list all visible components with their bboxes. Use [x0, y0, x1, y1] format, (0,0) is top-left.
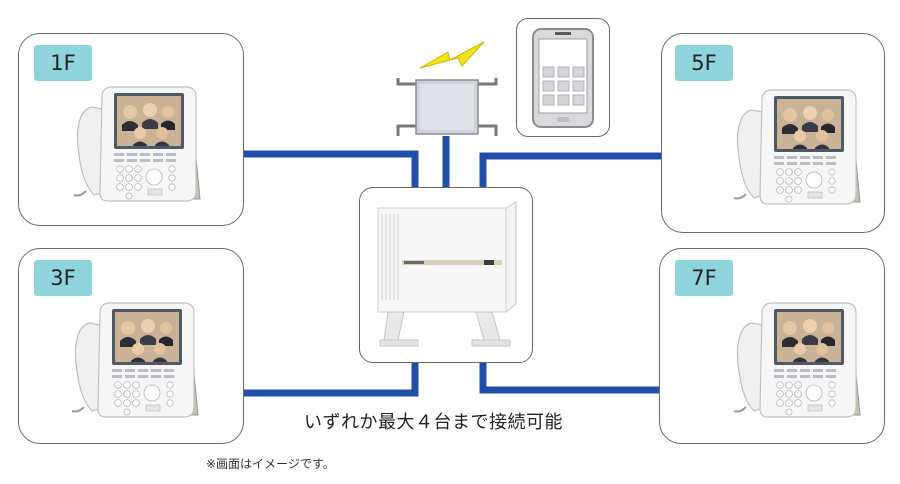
wireless-access-point-icon	[396, 78, 498, 136]
video-phone-icon	[71, 302, 199, 418]
floor-badge-5f: 5F	[675, 45, 733, 81]
floor-badge-7f: 7F	[675, 260, 733, 296]
wire-1f	[200, 150, 419, 187]
connection-caption: いずれか最大４台まで接続可能	[304, 412, 563, 433]
floor-badge-3f: 3F	[34, 260, 92, 296]
floor-badge-1f: 1F	[34, 45, 92, 81]
wire-3f	[195, 363, 419, 397]
video-phone-icon	[733, 89, 861, 205]
smartphone-icon	[532, 28, 594, 128]
smartphone-card	[516, 18, 610, 137]
wire-7f	[479, 363, 745, 394]
pbx-card	[359, 187, 533, 363]
video-phone-icon	[733, 302, 861, 418]
video-phone-icon	[73, 86, 201, 202]
wire-5f	[479, 152, 745, 187]
image-note: ※画面はイメージです。	[206, 457, 335, 471]
pbx-unit-icon	[377, 201, 517, 347]
lightning-icon	[419, 41, 485, 69]
